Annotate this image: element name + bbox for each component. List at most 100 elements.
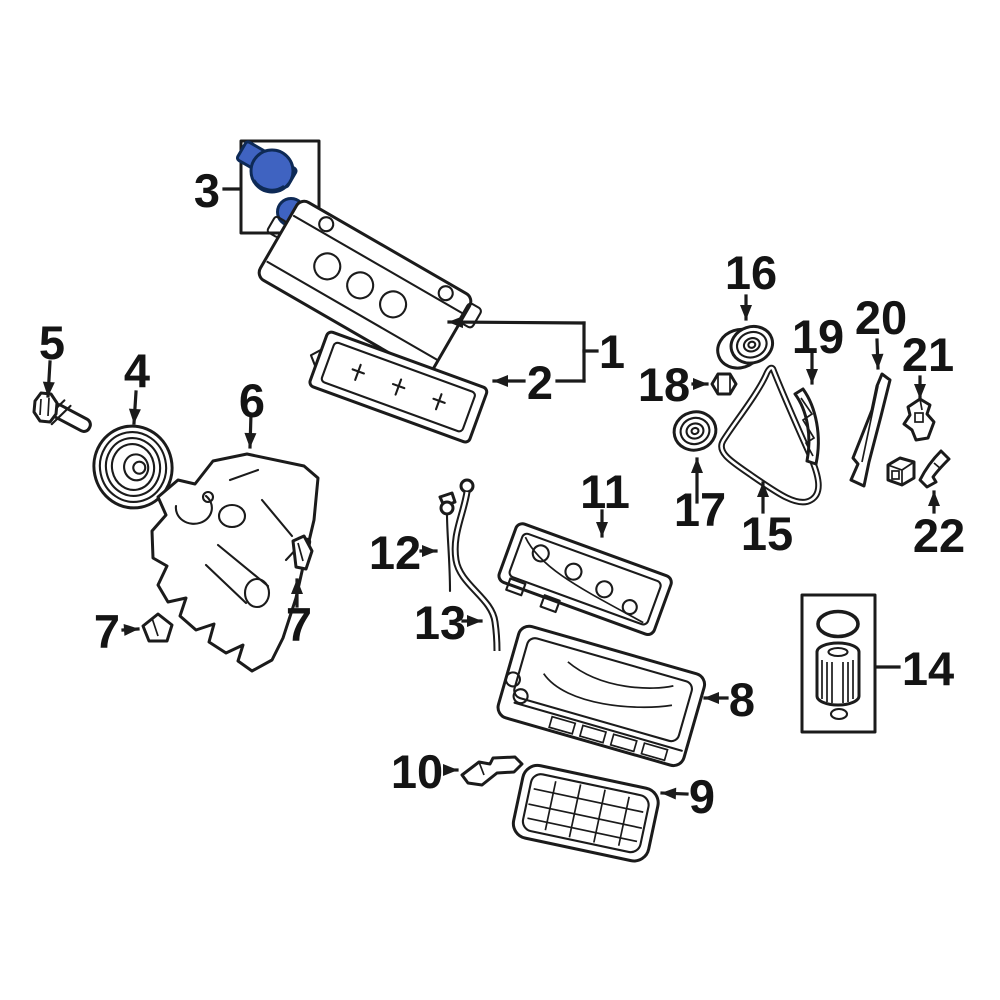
arm-outline (918, 449, 951, 489)
callout-8[interactable]: 8 (703, 673, 755, 726)
callout-number-5[interactable]: 5 (39, 316, 65, 369)
block-edges (887, 461, 915, 485)
leader-line (42, 360, 55, 398)
callout-number-7b[interactable]: 7 (286, 598, 312, 651)
callout-11[interactable]: 11 (580, 465, 630, 538)
part-idler-sprocket (716, 324, 775, 370)
detail (297, 542, 304, 562)
callout-12[interactable]: 12 (369, 526, 438, 579)
detail (292, 214, 464, 315)
center-hole (132, 460, 147, 475)
outline (710, 372, 738, 396)
callout-number-17[interactable]: 17 (674, 483, 726, 536)
callout-14[interactable]: 14 (874, 642, 954, 695)
tube-flange (459, 478, 475, 494)
tube-inner (453, 491, 499, 652)
leader-line (447, 316, 586, 329)
callout-5[interactable]: 5 (39, 316, 65, 398)
bolt-hole (318, 216, 335, 233)
callout-number-10[interactable]: 10 (391, 745, 443, 798)
part-tensioner-plug (710, 372, 738, 396)
outline (849, 372, 892, 488)
part-cover-seal-left (141, 612, 174, 643)
callout-13[interactable]: 13 (414, 596, 483, 649)
callout-6[interactable]: 6 (239, 374, 265, 449)
leader-line (660, 787, 689, 800)
callout-17[interactable]: 17 (674, 457, 726, 536)
callout-number-4[interactable]: 4 (124, 344, 150, 397)
callout-15[interactable]: 15 (741, 481, 793, 560)
callout-number-15[interactable]: 15 (741, 507, 793, 560)
window (548, 715, 577, 735)
small-gasket (829, 707, 849, 721)
part-crank-sprocket (672, 410, 718, 452)
callout-number-18[interactable]: 18 (638, 358, 690, 411)
leader-line (121, 623, 140, 636)
floor-detail (543, 661, 674, 709)
callout-number-14[interactable]: 14 (902, 642, 954, 695)
callout-number-13[interactable]: 13 (414, 596, 466, 649)
callout-22[interactable]: 22 (913, 490, 965, 562)
callout-number-7[interactable]: 7 (94, 605, 120, 658)
groove (104, 437, 162, 497)
callout-number-3[interactable]: 3 (194, 164, 220, 217)
boss (458, 302, 482, 329)
leader-line (244, 412, 257, 449)
callout-number-9[interactable]: 9 (689, 770, 715, 823)
callout-10[interactable]: 10 (391, 745, 459, 798)
detail (861, 385, 879, 463)
part-oil-filter-box (800, 593, 877, 734)
callout-16[interactable]: 16 (725, 246, 777, 321)
part-crankshaft-pulley (92, 424, 174, 510)
callout-number-2[interactable]: 2 (527, 356, 553, 409)
callout-1[interactable]: 1 (447, 316, 625, 383)
callout-19[interactable]: 19 (792, 310, 844, 385)
callout-3[interactable]: 3 (194, 164, 242, 217)
handle-ring (439, 500, 455, 516)
tab (505, 577, 527, 597)
callout-18[interactable]: 18 (638, 358, 709, 411)
callout-7-left[interactable]: 7 (94, 605, 140, 658)
callout-number-21[interactable]: 21 (902, 328, 954, 381)
opening (243, 577, 271, 609)
callout-number-1[interactable]: 1 (599, 325, 625, 378)
callout-number-8[interactable]: 8 (729, 673, 755, 726)
boss (504, 671, 521, 688)
part-cover-seal-right (291, 534, 314, 571)
callout-7-right[interactable]: 7 (286, 578, 312, 651)
cap-body (249, 148, 295, 194)
callout-20[interactable]: 20 (855, 291, 907, 370)
window (640, 742, 669, 762)
callout-number-11[interactable]: 11 (580, 465, 630, 518)
callout-2[interactable]: 2 (492, 356, 586, 409)
part-valve-cover-gasket (308, 330, 489, 444)
bolt-head (32, 391, 59, 424)
leader-line (871, 338, 884, 370)
callout-number-20[interactable]: 20 (855, 291, 907, 344)
callout-number-22[interactable]: 22 (913, 509, 965, 562)
rim (521, 773, 650, 854)
part-ladder-frame (497, 522, 673, 636)
part-tensioner-bracket (902, 397, 936, 442)
callout-number-12[interactable]: 12 (369, 526, 421, 579)
callout-number-6[interactable]: 6 (239, 374, 265, 427)
opening (217, 503, 247, 529)
callout-number-16[interactable]: 16 (725, 246, 777, 299)
callout-4[interactable]: 4 (124, 344, 150, 425)
center (747, 340, 757, 349)
seal-tab (391, 378, 406, 396)
notch (309, 348, 323, 368)
callout-9[interactable]: 9 (660, 770, 715, 823)
outline (902, 397, 936, 442)
outline (497, 522, 673, 636)
part-dipstick (438, 491, 457, 593)
callout-21[interactable]: 21 (902, 328, 954, 400)
part-oil-filler-cap-box (235, 139, 321, 235)
outline (141, 612, 174, 643)
callout-number-19[interactable]: 19 (792, 310, 844, 363)
seal-bore (174, 494, 213, 525)
head-facets (39, 397, 50, 417)
part-oil-jet (886, 449, 951, 489)
